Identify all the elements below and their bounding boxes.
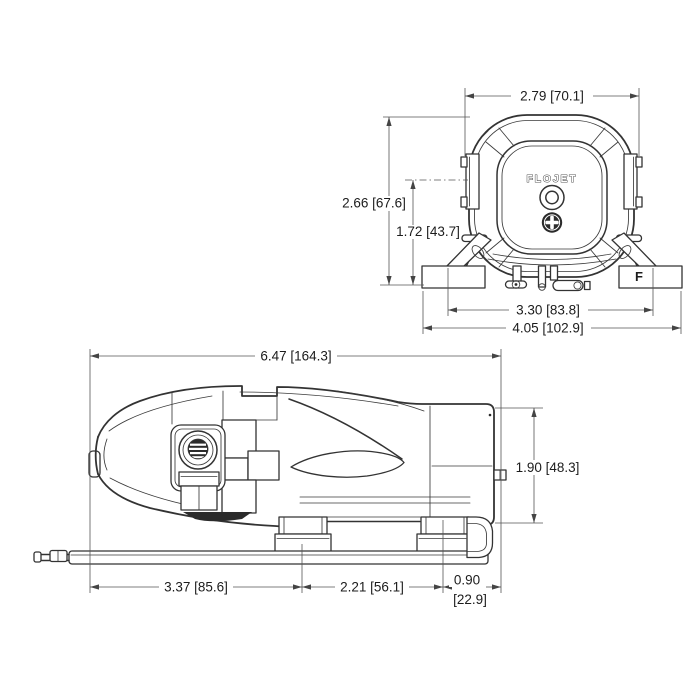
pump-body-side-outline [88,385,495,529]
dim-front-base-width: 4.05 [102.9] [422,291,682,336]
phillips-screw-icon [541,212,563,233]
dim-side-height: 1.90 [48.3] [495,407,581,524]
brand-logo: FLOJET [526,173,577,185]
dim-side-rear-offset: 0.90 [22.9] [443,573,501,607]
dim-side-foot-span-label: 2.21 [56.1] [340,580,404,595]
dim-front-center-height-label: 1.72 [43.7] [396,224,460,239]
dim-side-front-to-foot-label: 3.37 [85.6] [164,580,228,595]
base-strip [33,516,494,565]
dim-side-foot-span: 2.21 [56.1] [302,520,444,595]
foot-marking-letter: F [635,269,643,284]
dim-side-height-label: 1.90 [48.3] [516,460,580,475]
under-rail [299,496,471,523]
dim-front-height-label: 2.66 [67.6] [342,196,406,211]
dim-front-center-height: 1.72 [43.7] [380,179,468,286]
dim-side-length-label: 6.47 [164.3] [260,349,331,364]
dim-front-width-label: 2.79 [70.1] [520,89,584,104]
dim-front-bolt-span-label: 3.30 [83.8] [516,303,580,318]
dim-front-width: 2.79 [70.1] [464,88,640,156]
dim-side-front-to-foot: 3.37 [85.6] [90,544,303,595]
bottom-port-fittings [504,265,591,292]
dim-front-bolt-span: 3.30 [83.8] [447,268,654,318]
pump-head-mechanism [170,419,280,522]
mounting-clips-front [460,153,643,210]
latch-lever-blade [290,450,405,478]
dim-side-rear-offset-in-label: 0.90 [454,573,480,588]
side-view: 6.47 [164.3] 1.90 [48.3] 3.37 [85.6] [33,349,581,607]
front-view: FLOJET F 2.79 [70.1] [341,88,683,336]
dim-side-rear-offset-mm-label: [22.9] [453,592,487,607]
mounting-feet-side [274,516,470,553]
pump-housing-front-outline [468,114,635,278]
dim-side-length: 6.47 [164.3] [89,349,502,593]
center-port-ring [539,184,565,211]
dim-front-base-width-label: 4.05 [102.9] [512,321,583,336]
motor-section-details [429,405,507,525]
dim-front-height: 2.66 [67.6] [341,116,470,285]
mounting-feet-front [421,232,683,289]
